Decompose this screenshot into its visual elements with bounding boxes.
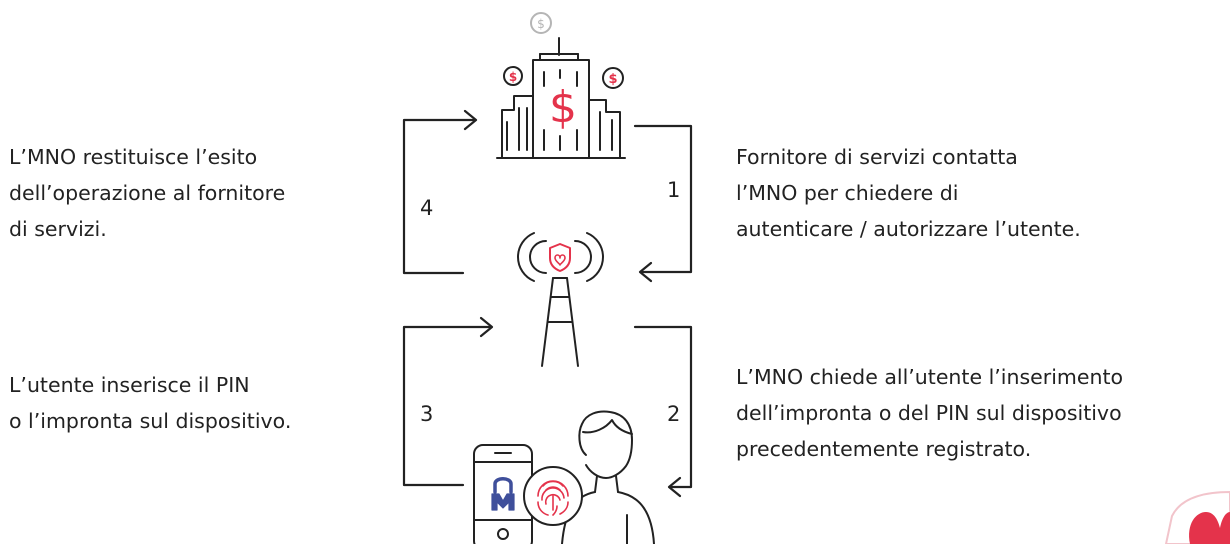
- step-1-line: autenticare / autorizzare l’utente.: [736, 217, 1081, 241]
- step-number-3: 3: [420, 402, 434, 426]
- step-1-description: Fornitore di servizi contatta l’MNO per …: [736, 139, 1081, 247]
- arrow-step-2: [633, 325, 693, 498]
- step-number-2: 2: [667, 402, 681, 426]
- step-2-line: L’MNO chiede all’utente l’inserimento: [736, 365, 1124, 389]
- step-4-line: dell’operazione al fornitore: [9, 181, 286, 205]
- arrow-step-1: [633, 124, 693, 283]
- step-4-line: di servizi.: [9, 217, 107, 241]
- step-4-line: L’MNO restituisce l’esito: [9, 145, 258, 169]
- brand-logo-icon: [1164, 490, 1230, 544]
- step-3-description: L’utente inserisce il PIN o l’impronta s…: [9, 367, 291, 439]
- svg-text:$: $: [549, 82, 577, 133]
- padlock-logo-icon: [493, 477, 513, 494]
- step-1-line: l’MNO per chiedere di: [736, 181, 959, 205]
- svg-text:$: $: [537, 17, 545, 31]
- shield-icon: [549, 243, 571, 272]
- step-3-line: L’utente inserisce il PIN: [9, 373, 250, 397]
- step-number-4: 4: [420, 196, 434, 220]
- step-3-line: o l’impronta sul dispositivo.: [9, 409, 292, 433]
- user-with-phone-icon: [473, 410, 655, 544]
- step-number-1: 1: [667, 178, 681, 202]
- arrow-step-3: [402, 316, 494, 487]
- step-1-line: Fornitore di servizi contatta: [736, 145, 1018, 169]
- svg-text:$: $: [608, 72, 617, 87]
- step-4-description: L’MNO restituisce l’esito dell’operazion…: [9, 139, 285, 247]
- step-2-line: dell’impronta o del PIN sul dispositivo: [736, 401, 1122, 425]
- cell-tower-icon: [517, 232, 604, 367]
- coin-icon: [530, 12, 552, 34]
- bank-building-icon: $ $ $ $: [496, 12, 626, 159]
- step-2-description: L’MNO chiede all’utente l’inserimento de…: [736, 359, 1123, 467]
- step-2-line: precedentemente registrato.: [736, 437, 1032, 461]
- svg-text:$: $: [509, 70, 517, 84]
- arrow-step-4: [402, 109, 478, 275]
